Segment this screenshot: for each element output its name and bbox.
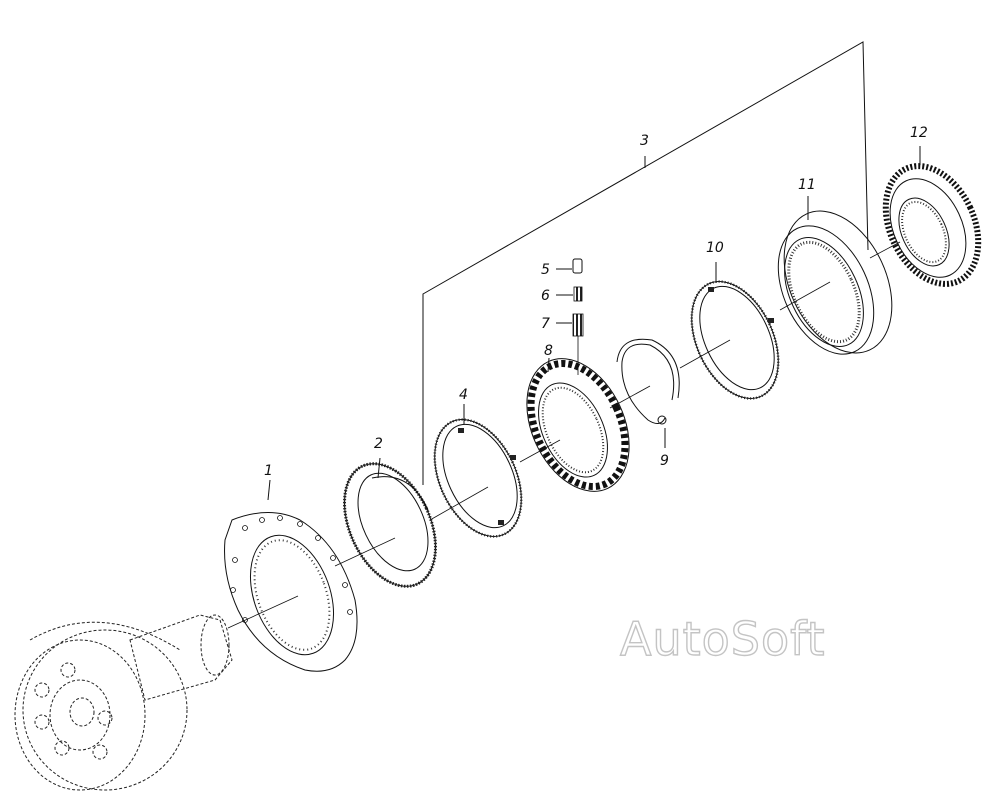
part-labels: 1 2 3 4 5 6 7 8 9 10 11 12 bbox=[264, 125, 928, 479]
label-part-1: 1 bbox=[264, 463, 273, 479]
label-part-6: 6 bbox=[541, 288, 550, 304]
synchro-ring-part-10 bbox=[690, 262, 780, 400]
friction-disc-part-1 bbox=[224, 479, 358, 672]
label-part-3: 3 bbox=[640, 133, 649, 149]
label-part-11: 11 bbox=[798, 177, 816, 193]
label-part-12: 12 bbox=[910, 125, 928, 141]
label-part-10: 10 bbox=[706, 240, 724, 256]
autosoft-watermark: AutoSoft bbox=[619, 611, 826, 666]
synchro-hub-part-8 bbox=[526, 357, 630, 492]
center-axis bbox=[227, 241, 901, 629]
retaining-ring-part-9 bbox=[616, 338, 680, 448]
label-part-9: 9 bbox=[660, 453, 669, 469]
detent-parts-5-6-7 bbox=[556, 258, 584, 375]
gear-ring-part-12 bbox=[882, 146, 982, 287]
synchro-ring-part-4 bbox=[433, 404, 523, 538]
shaft-hub-part bbox=[14, 614, 233, 791]
label-part-8: 8 bbox=[544, 343, 553, 359]
label-part-5: 5 bbox=[541, 262, 550, 278]
ring-part-2 bbox=[343, 457, 437, 588]
label-part-7: 7 bbox=[541, 316, 550, 332]
label-part-2: 2 bbox=[374, 436, 383, 452]
bracket-3 bbox=[422, 41, 869, 485]
label-part-4: 4 bbox=[459, 387, 468, 403]
